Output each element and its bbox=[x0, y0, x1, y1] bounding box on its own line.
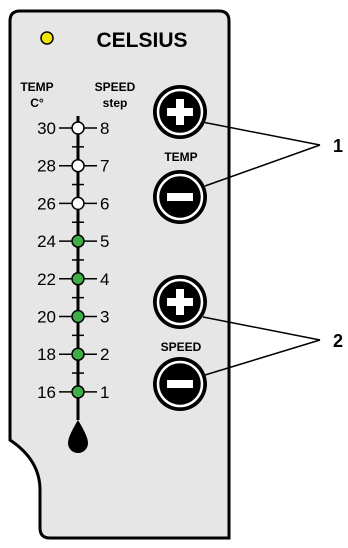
callout-line-1a bbox=[201, 121, 321, 146]
led-unlit bbox=[71, 158, 85, 173]
indicator-light bbox=[40, 31, 54, 45]
temp-tick-label: 16 bbox=[37, 383, 56, 402]
speed-step-label: 8 bbox=[100, 119, 109, 138]
callout-line-2b bbox=[204, 339, 321, 376]
led-lit bbox=[71, 347, 85, 361]
temp-tick-label: 22 bbox=[37, 270, 56, 289]
speed-step-label: 4 bbox=[100, 270, 109, 289]
minus-icon bbox=[167, 380, 193, 388]
temp-plus-button[interactable] bbox=[153, 85, 207, 139]
led-unlit bbox=[71, 196, 85, 211]
speed-minus-button[interactable] bbox=[153, 357, 207, 411]
speed-step-label: 1 bbox=[100, 383, 109, 402]
speed-step-label: 6 bbox=[100, 194, 109, 213]
temp-minus-button[interactable] bbox=[153, 170, 207, 224]
speed-step-label: 2 bbox=[100, 345, 109, 364]
temp-button-label: TEMP bbox=[164, 150, 197, 164]
speed-step-label: 5 bbox=[100, 232, 109, 251]
callout-line-1b bbox=[204, 144, 321, 187]
plus-icon bbox=[167, 289, 193, 315]
temp-tick-label: 26 bbox=[37, 194, 56, 213]
minus-icon bbox=[167, 193, 193, 201]
led-lit bbox=[71, 272, 85, 286]
temp-tick-label: 30 bbox=[37, 119, 56, 138]
temp-tick-label: 24 bbox=[37, 232, 56, 251]
speed-button-label: SPEED bbox=[161, 340, 202, 354]
temp-tick-label: 28 bbox=[37, 157, 56, 176]
led-lit bbox=[71, 309, 85, 324]
speed-step-label: 7 bbox=[100, 157, 109, 176]
scale-bulb bbox=[68, 420, 88, 453]
led-lit bbox=[71, 385, 85, 399]
speed-step-label: 3 bbox=[100, 308, 109, 327]
callout-line-2a bbox=[202, 316, 321, 341]
speed-plus-button[interactable] bbox=[153, 275, 207, 329]
temp-tick-label: 18 bbox=[37, 345, 56, 364]
plus-icon bbox=[167, 99, 193, 125]
speed-column-unit: step bbox=[103, 96, 128, 110]
temp-column-unit: C° bbox=[30, 96, 44, 110]
callout-lines bbox=[201, 121, 321, 376]
panel-title: CELSIUS bbox=[96, 29, 187, 52]
thermometer-scale: 30 8 28 7 26 6 24 5 22 4 20 3 18 2 16 1 bbox=[37, 116, 109, 453]
led-lit bbox=[71, 234, 85, 248]
temp-column-header: TEMP bbox=[20, 80, 53, 94]
temp-tick-label: 20 bbox=[37, 308, 56, 327]
callout-label-1: 1 bbox=[333, 136, 343, 156]
led-unlit bbox=[71, 121, 85, 135]
callout-label-2: 2 bbox=[333, 331, 343, 351]
speed-column-header: SPEED bbox=[95, 80, 136, 94]
